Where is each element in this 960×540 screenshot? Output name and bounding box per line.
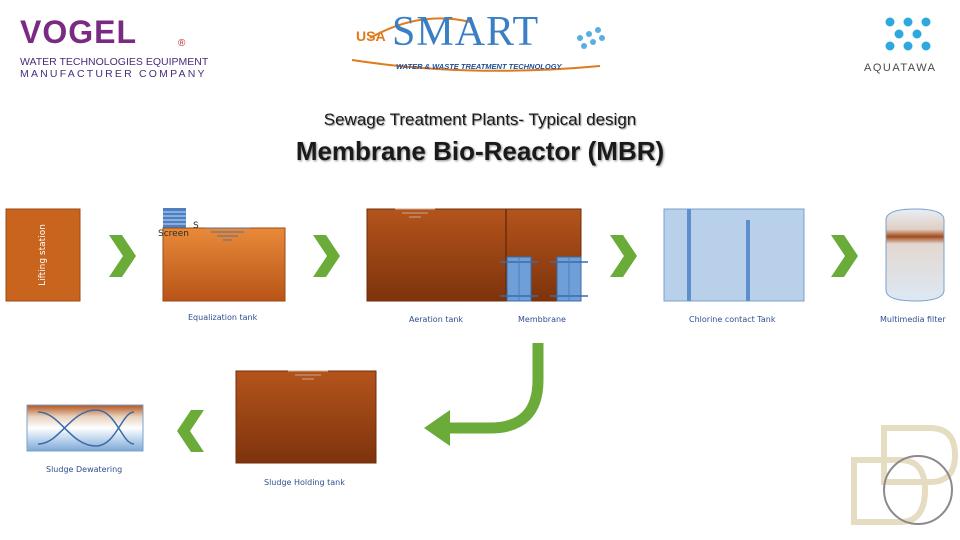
aeration-tank-label: Aeration tank <box>409 315 464 324</box>
screen-unit <box>163 208 186 228</box>
water-level-mark <box>395 208 435 218</box>
smart-brand: SMART <box>392 9 540 55</box>
return-flow-arrow <box>424 343 544 446</box>
flow-arrow-4 <box>831 235 858 277</box>
vogel-line2: MANUFACTURER COMPANY <box>20 68 207 80</box>
lifting-station-label: Lifting station <box>38 224 48 286</box>
chlorine-contact-tank-label: Chlorine contact Tank <box>689 315 776 324</box>
flow-arrow-2 <box>313 235 340 277</box>
sludge-holding-tank <box>235 370 377 464</box>
chlorine-contact-tank <box>663 208 805 302</box>
smart-logo: USA SMART WATER & WASTE TREATMENT TECHNO… <box>356 9 606 74</box>
aeration-tank <box>366 208 582 302</box>
vogel-logo: VOGEL ® WATER TECHNOLOGIES EQUIPMENT MAN… <box>20 14 220 80</box>
equalization-tank-label: Equalization tank <box>188 313 258 322</box>
multimedia-filter-label: Multimedia filter <box>880 315 946 324</box>
aquatawa-dots-icon <box>885 17 931 51</box>
screen-label: Screen <box>158 229 189 239</box>
flow-arrow-5 <box>177 410 204 452</box>
vogel-line1: WATER TECHNOLOGIES EQUIPMENT <box>20 56 209 68</box>
lifting-station-tank <box>5 208 81 302</box>
multimedia-filter <box>885 208 945 302</box>
aquatawa-brand: AQUATAWA <box>864 62 937 74</box>
flow-arrow-1 <box>109 235 136 277</box>
subtitle: Sewage Treatment Plants- Typical design <box>323 110 637 129</box>
watermark-logo <box>851 425 959 525</box>
sludge-dewatering-label: Sludge Dewatering <box>46 465 123 474</box>
smart-logo-graphic <box>351 17 605 72</box>
water-level-mark <box>288 370 328 380</box>
smart-prefix: USA <box>356 28 386 44</box>
sludge-holding-tank-label: Sludge Holding tank <box>264 478 345 487</box>
flow-arrow-3 <box>610 235 637 277</box>
sludge-dewatering-unit <box>26 404 144 452</box>
page-title: Membrane Bio-Reactor (MBR) <box>295 136 665 166</box>
registered-mark: ® <box>178 38 186 49</box>
membrane-module <box>500 256 538 302</box>
screen-mark: S <box>193 221 199 231</box>
vogel-brand: VOGEL <box>20 14 138 50</box>
water-level-mark <box>205 227 250 241</box>
membrane-module <box>550 256 588 302</box>
membrane-label: Membbrane <box>518 315 566 324</box>
smart-tagline: WATER & WASTE TREATMENT TECHNOLOGY <box>396 62 562 71</box>
